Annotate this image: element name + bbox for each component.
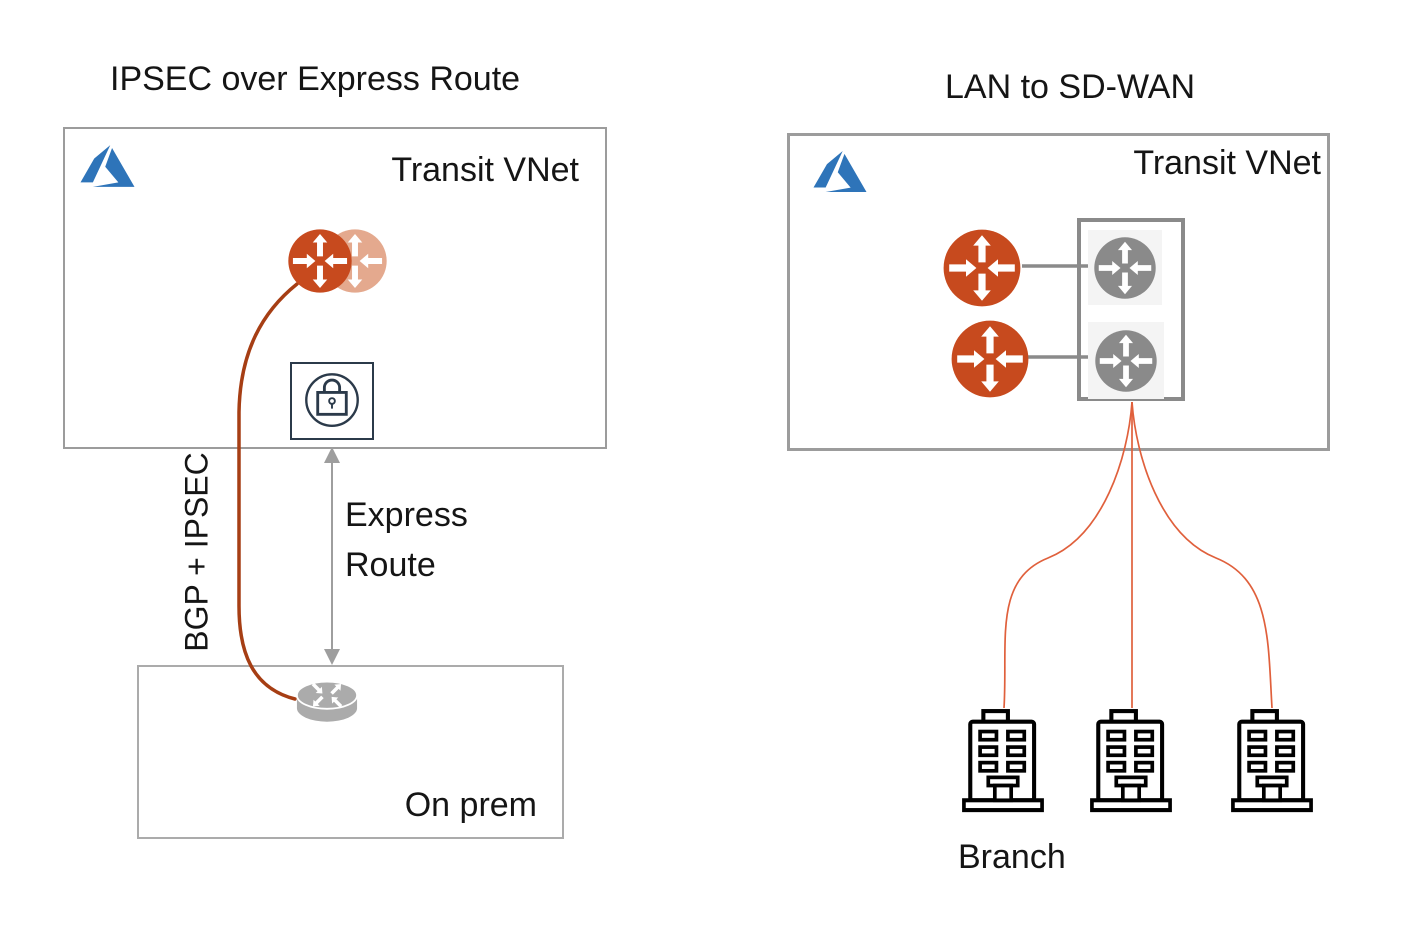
- ipsec-lock-icon: [292, 364, 372, 438]
- router-icon: [950, 319, 1030, 399]
- azure-logo-icon: [79, 139, 136, 193]
- onprem-label: On prem: [404, 786, 537, 824]
- onprem-router-icon: [291, 668, 363, 731]
- ipsec-lock-frame: [290, 362, 374, 440]
- branch-building-icon: [1090, 707, 1172, 815]
- left-vnet-label: Transit VNet: [391, 151, 579, 189]
- sdwan-router-slot: [1088, 322, 1164, 399]
- left-diagram-title: IPSEC over Express Route: [110, 60, 521, 98]
- double-arrow-icon: [324, 447, 340, 665]
- sdwan-router-icon: [1093, 236, 1157, 300]
- router-icon: [287, 228, 353, 294]
- right-vnet-label: Transit VNet: [1133, 144, 1321, 182]
- right-diagram-title: LAN to SD-WAN: [945, 68, 1196, 106]
- azure-logo-icon: [812, 145, 868, 198]
- sdwan-router-icon: [1094, 329, 1158, 393]
- router-icon: [942, 228, 1022, 308]
- bgp-ipsec-label: BGP + IPSEC: [178, 452, 215, 652]
- branch-building-icon: [1231, 707, 1313, 815]
- right-transit-vnet-box: Transit VNet: [787, 133, 1330, 451]
- express-route-label: Express Route: [345, 496, 468, 584]
- branch-label: Branch: [958, 838, 1066, 876]
- branch-building-icon: [962, 707, 1044, 815]
- sdwan-router-slot: [1088, 230, 1162, 305]
